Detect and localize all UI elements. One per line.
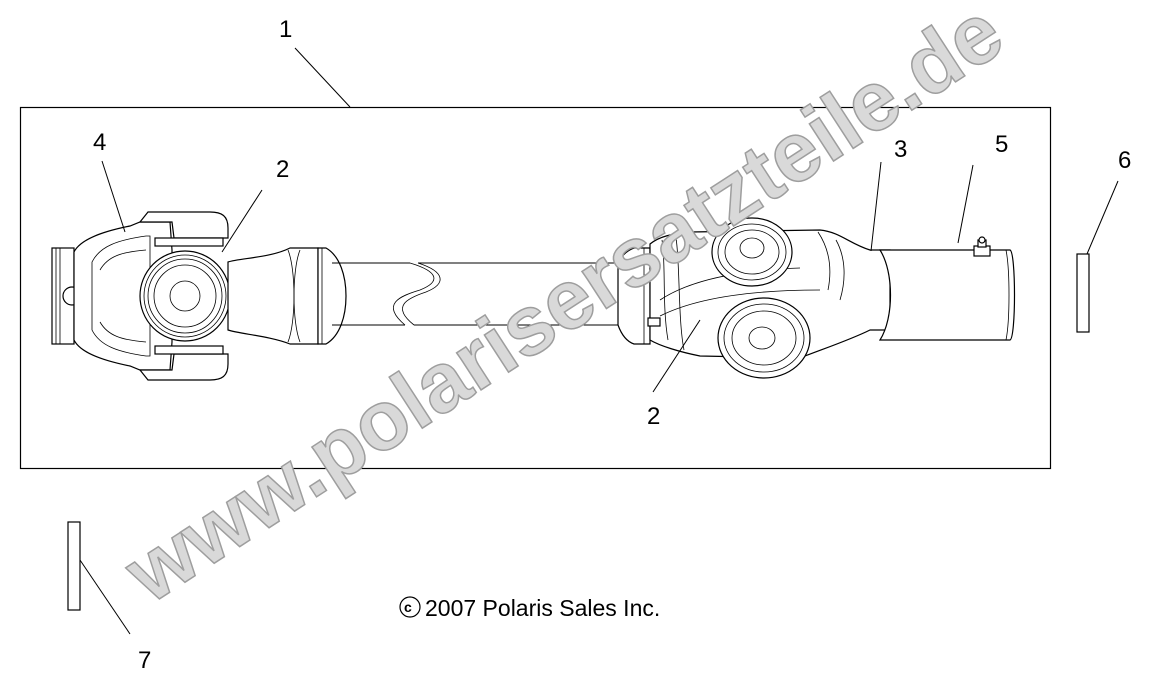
callout-5: 5 <box>995 131 1008 158</box>
callout-3: 3 <box>894 136 907 163</box>
assembly-frame <box>19 106 1052 470</box>
stub-shaft[interactable] <box>878 249 1016 341</box>
callout-4: 4 <box>93 129 106 156</box>
left-yoke[interactable] <box>51 211 347 381</box>
copyright-notice: c 2007 Polaris Sales Inc. <box>399 595 660 621</box>
copyright-icon <box>399 596 421 618</box>
right-yoke[interactable] <box>647 217 891 379</box>
callout-2-right: 2 <box>647 403 660 430</box>
part-6-shim[interactable] <box>1076 253 1090 333</box>
callout-7: 7 <box>138 647 151 674</box>
callout-2-left: 2 <box>276 156 289 183</box>
part-7-shim[interactable] <box>67 521 81 611</box>
copyright-text: 2007 Polaris Sales Inc. <box>425 595 660 621</box>
callout-1: 1 <box>279 16 292 43</box>
copyright-symbol: c <box>404 599 412 615</box>
callout-6: 6 <box>1118 147 1131 174</box>
leader-lines <box>79 47 1119 635</box>
shaft-tube[interactable] <box>332 247 651 345</box>
grease-fitting[interactable] <box>973 236 991 257</box>
